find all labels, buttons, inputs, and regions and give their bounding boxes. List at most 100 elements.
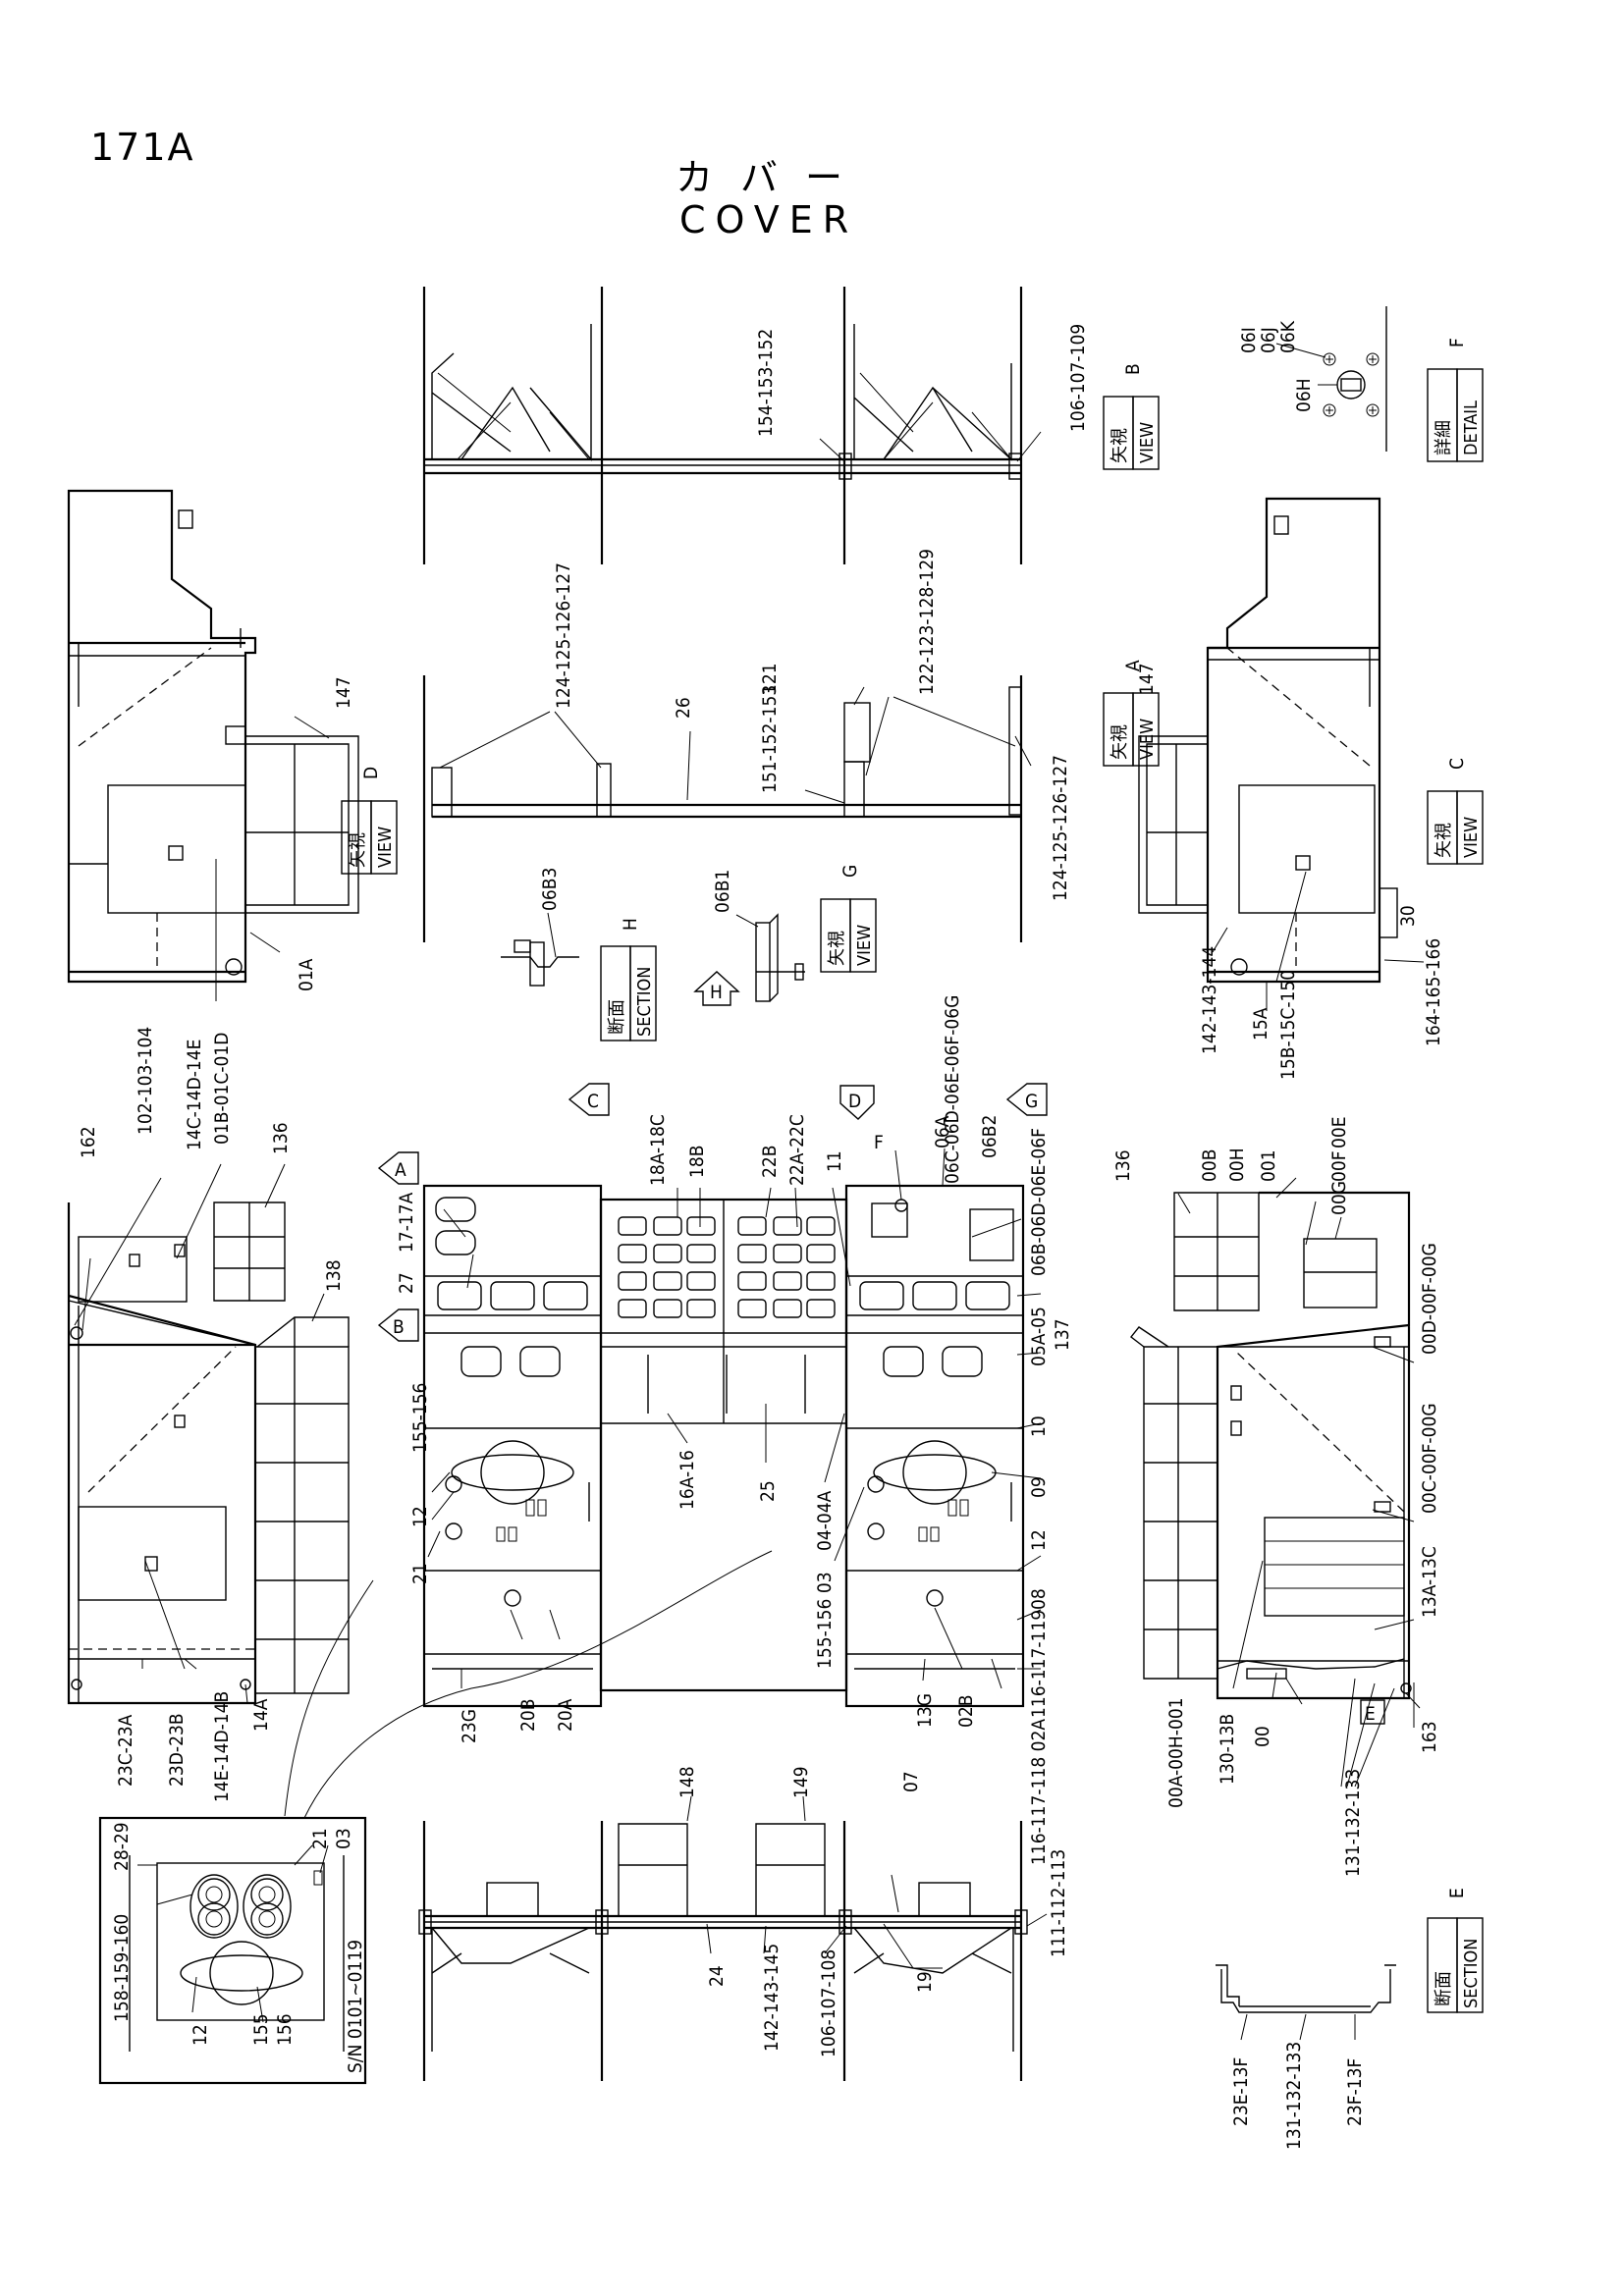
label-001: 001: [1258, 1149, 1279, 1182]
label-01a: 01A: [296, 958, 317, 991]
label-21-inset: 21: [309, 1828, 331, 1849]
arrow-g: G: [1005, 1083, 1048, 1116]
view-c-box: 矢視 VIEW C: [1427, 758, 1484, 865]
svg-text:VIEW: VIEW: [854, 925, 875, 966]
label-25: 25: [757, 1480, 779, 1502]
inset-detail: [98, 1816, 367, 2085]
label-20b: 20B: [517, 1699, 539, 1732]
view-d-side: [67, 489, 359, 1001]
plan-view: [284, 1148, 1042, 1819]
label-124-125-126-127-b: 124-125-126-127: [1050, 755, 1071, 901]
svg-text:G: G: [839, 865, 861, 878]
label-124-125-126-127-a: 124-125-126-127: [553, 562, 574, 709]
svg-text:B: B: [393, 1316, 405, 1338]
view-a-box: 矢視 VIEW A: [1103, 660, 1160, 767]
label-131-132-133-a: 131-132-133: [1342, 1769, 1364, 1877]
svg-text:VIEW: VIEW: [1137, 719, 1158, 760]
label-00a-00h-001: 00A-00H-001: [1165, 1697, 1187, 1808]
label-158-159-160: 158-159-160: [111, 1914, 133, 2022]
svg-text:D: D: [848, 1091, 861, 1112]
label-03-inset: 03: [333, 1828, 354, 1849]
section-e-detail: [1216, 1964, 1396, 2041]
label-06c-06g: 06C-06D-06E-06F-06G: [942, 995, 963, 1184]
label-05a-05: 05A-05: [1028, 1307, 1050, 1366]
arrow-d: D: [839, 1085, 875, 1120]
label-26: 26: [673, 697, 694, 719]
view-b-frame: [422, 287, 1042, 564]
arrow-b: B: [377, 1308, 419, 1342]
arrow-e: E: [1365, 1703, 1376, 1725]
label-00b: 00B: [1199, 1149, 1220, 1182]
label-21: 21: [409, 1563, 431, 1584]
svg-text:矢視: 矢視: [348, 832, 368, 868]
svg-text:SECTION: SECTION: [1461, 1939, 1482, 2008]
label-09: 09: [1028, 1476, 1050, 1498]
label-00e: 00E: [1328, 1116, 1350, 1148]
svg-text:矢視: 矢視: [1109, 428, 1130, 463]
label-06b1: 06B1: [712, 870, 733, 913]
page-number: 171A: [90, 126, 195, 169]
label-23d-23b: 23D-23B: [166, 1713, 188, 1787]
label-116-117-119: 116-117-119: [1028, 1610, 1050, 1718]
label-148: 148: [676, 1766, 698, 1798]
label-23g: 23G: [459, 1709, 480, 1743]
section-e-box: 断面 SECTION E: [1427, 1888, 1484, 2013]
view-d-box: 矢視 VIEW D: [341, 767, 398, 875]
arrow-c: C: [568, 1083, 610, 1116]
label-155-inset: 155: [250, 2013, 272, 2046]
title-english: COVER: [679, 198, 859, 241]
label-19: 19: [914, 1971, 936, 1993]
label-04-04a: 04-04A: [814, 1490, 836, 1551]
svg-text:VIEW: VIEW: [375, 827, 396, 868]
label-06k: 06K: [1277, 320, 1299, 353]
svg-text:矢視: 矢視: [1434, 823, 1454, 858]
label-02b: 02B: [955, 1695, 977, 1728]
label-13g: 13G: [914, 1693, 936, 1728]
label-163: 163: [1419, 1721, 1440, 1753]
label-121: 121: [759, 663, 781, 695]
label-23e-13f: 23E-13F: [1230, 2057, 1252, 2126]
label-06h: 06H: [1293, 378, 1315, 412]
label-12-left: 12: [409, 1506, 431, 1527]
label-138: 138: [323, 1259, 345, 1292]
view-g-detail: [735, 913, 805, 1002]
detail-f: [1275, 306, 1387, 452]
label-154-153-152: 154-153-152: [755, 329, 777, 437]
left-elevation: [67, 1163, 350, 1705]
label-156-inset: 156: [274, 2013, 296, 2046]
label-00: 00: [1252, 1726, 1273, 1747]
label-151-152-153: 151-152-153: [759, 685, 781, 793]
svg-text:断面: 断面: [1434, 1971, 1454, 2006]
label-147-left: 147: [333, 676, 354, 709]
label-136-right: 136: [1112, 1149, 1134, 1182]
view-a-frame: [422, 675, 1032, 942]
label-17-17a: 17-17A: [396, 1192, 417, 1253]
svg-text:SECTION: SECTION: [634, 967, 655, 1037]
label-12-right: 12: [1028, 1529, 1050, 1551]
label-14a: 14A: [250, 1698, 272, 1732]
label-15b-15c-150: 15B-15C-150: [1277, 970, 1299, 1080]
label-122-123-128-129: 122-123-128-129: [916, 549, 938, 695]
arrow-a: A: [377, 1151, 419, 1185]
label-131-132-133-b: 131-132-133: [1283, 2042, 1305, 2150]
label-08: 08: [1028, 1588, 1050, 1610]
svg-text:A: A: [1122, 660, 1144, 671]
label-162: 162: [78, 1126, 99, 1158]
label-06b2: 06B2: [979, 1115, 1001, 1158]
label-01b-01c-01d: 01B-01C-01D: [211, 1033, 233, 1145]
section-h-detail: [501, 912, 579, 987]
label-116-117-118-02a: 116-117-118 02A: [1028, 1719, 1050, 1865]
svg-text:H: H: [710, 982, 723, 1003]
label-149: 149: [790, 1766, 812, 1798]
label-16a-16: 16A-16: [676, 1450, 698, 1510]
label-23c-23a: 23C-23A: [115, 1714, 136, 1787]
svg-text:H: H: [620, 918, 641, 931]
label-102-103-104: 102-103-104: [135, 1027, 156, 1135]
label-22a-22c: 22A-22C: [786, 1114, 808, 1186]
label-20a: 20A: [555, 1698, 576, 1732]
svg-text:B: B: [1122, 363, 1144, 375]
label-06b-06f: 06B-06D-06E-06F: [1028, 1128, 1050, 1276]
svg-text:矢視: 矢視: [827, 931, 847, 966]
label-136-left: 136: [270, 1122, 292, 1154]
label-14e-14d-14b: 14E-14D-14B: [211, 1691, 233, 1802]
